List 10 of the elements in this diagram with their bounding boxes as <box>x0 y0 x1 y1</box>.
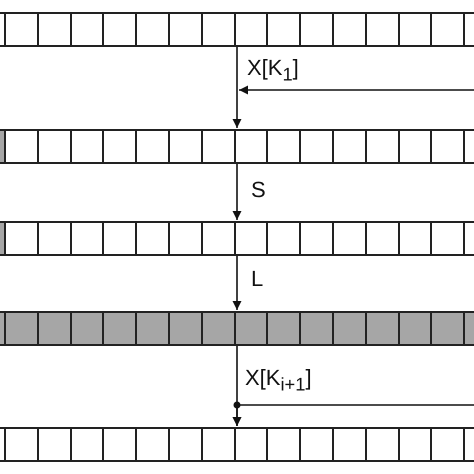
arrow <box>232 47 242 128</box>
register-bar <box>0 221 474 256</box>
arrow <box>232 256 242 310</box>
register-bar <box>0 129 474 164</box>
register-bar <box>0 427 474 462</box>
arrow <box>232 402 474 426</box>
arrow <box>239 86 474 94</box>
register-bar <box>0 311 474 346</box>
arrow <box>232 164 242 220</box>
register-bar <box>0 12 474 47</box>
